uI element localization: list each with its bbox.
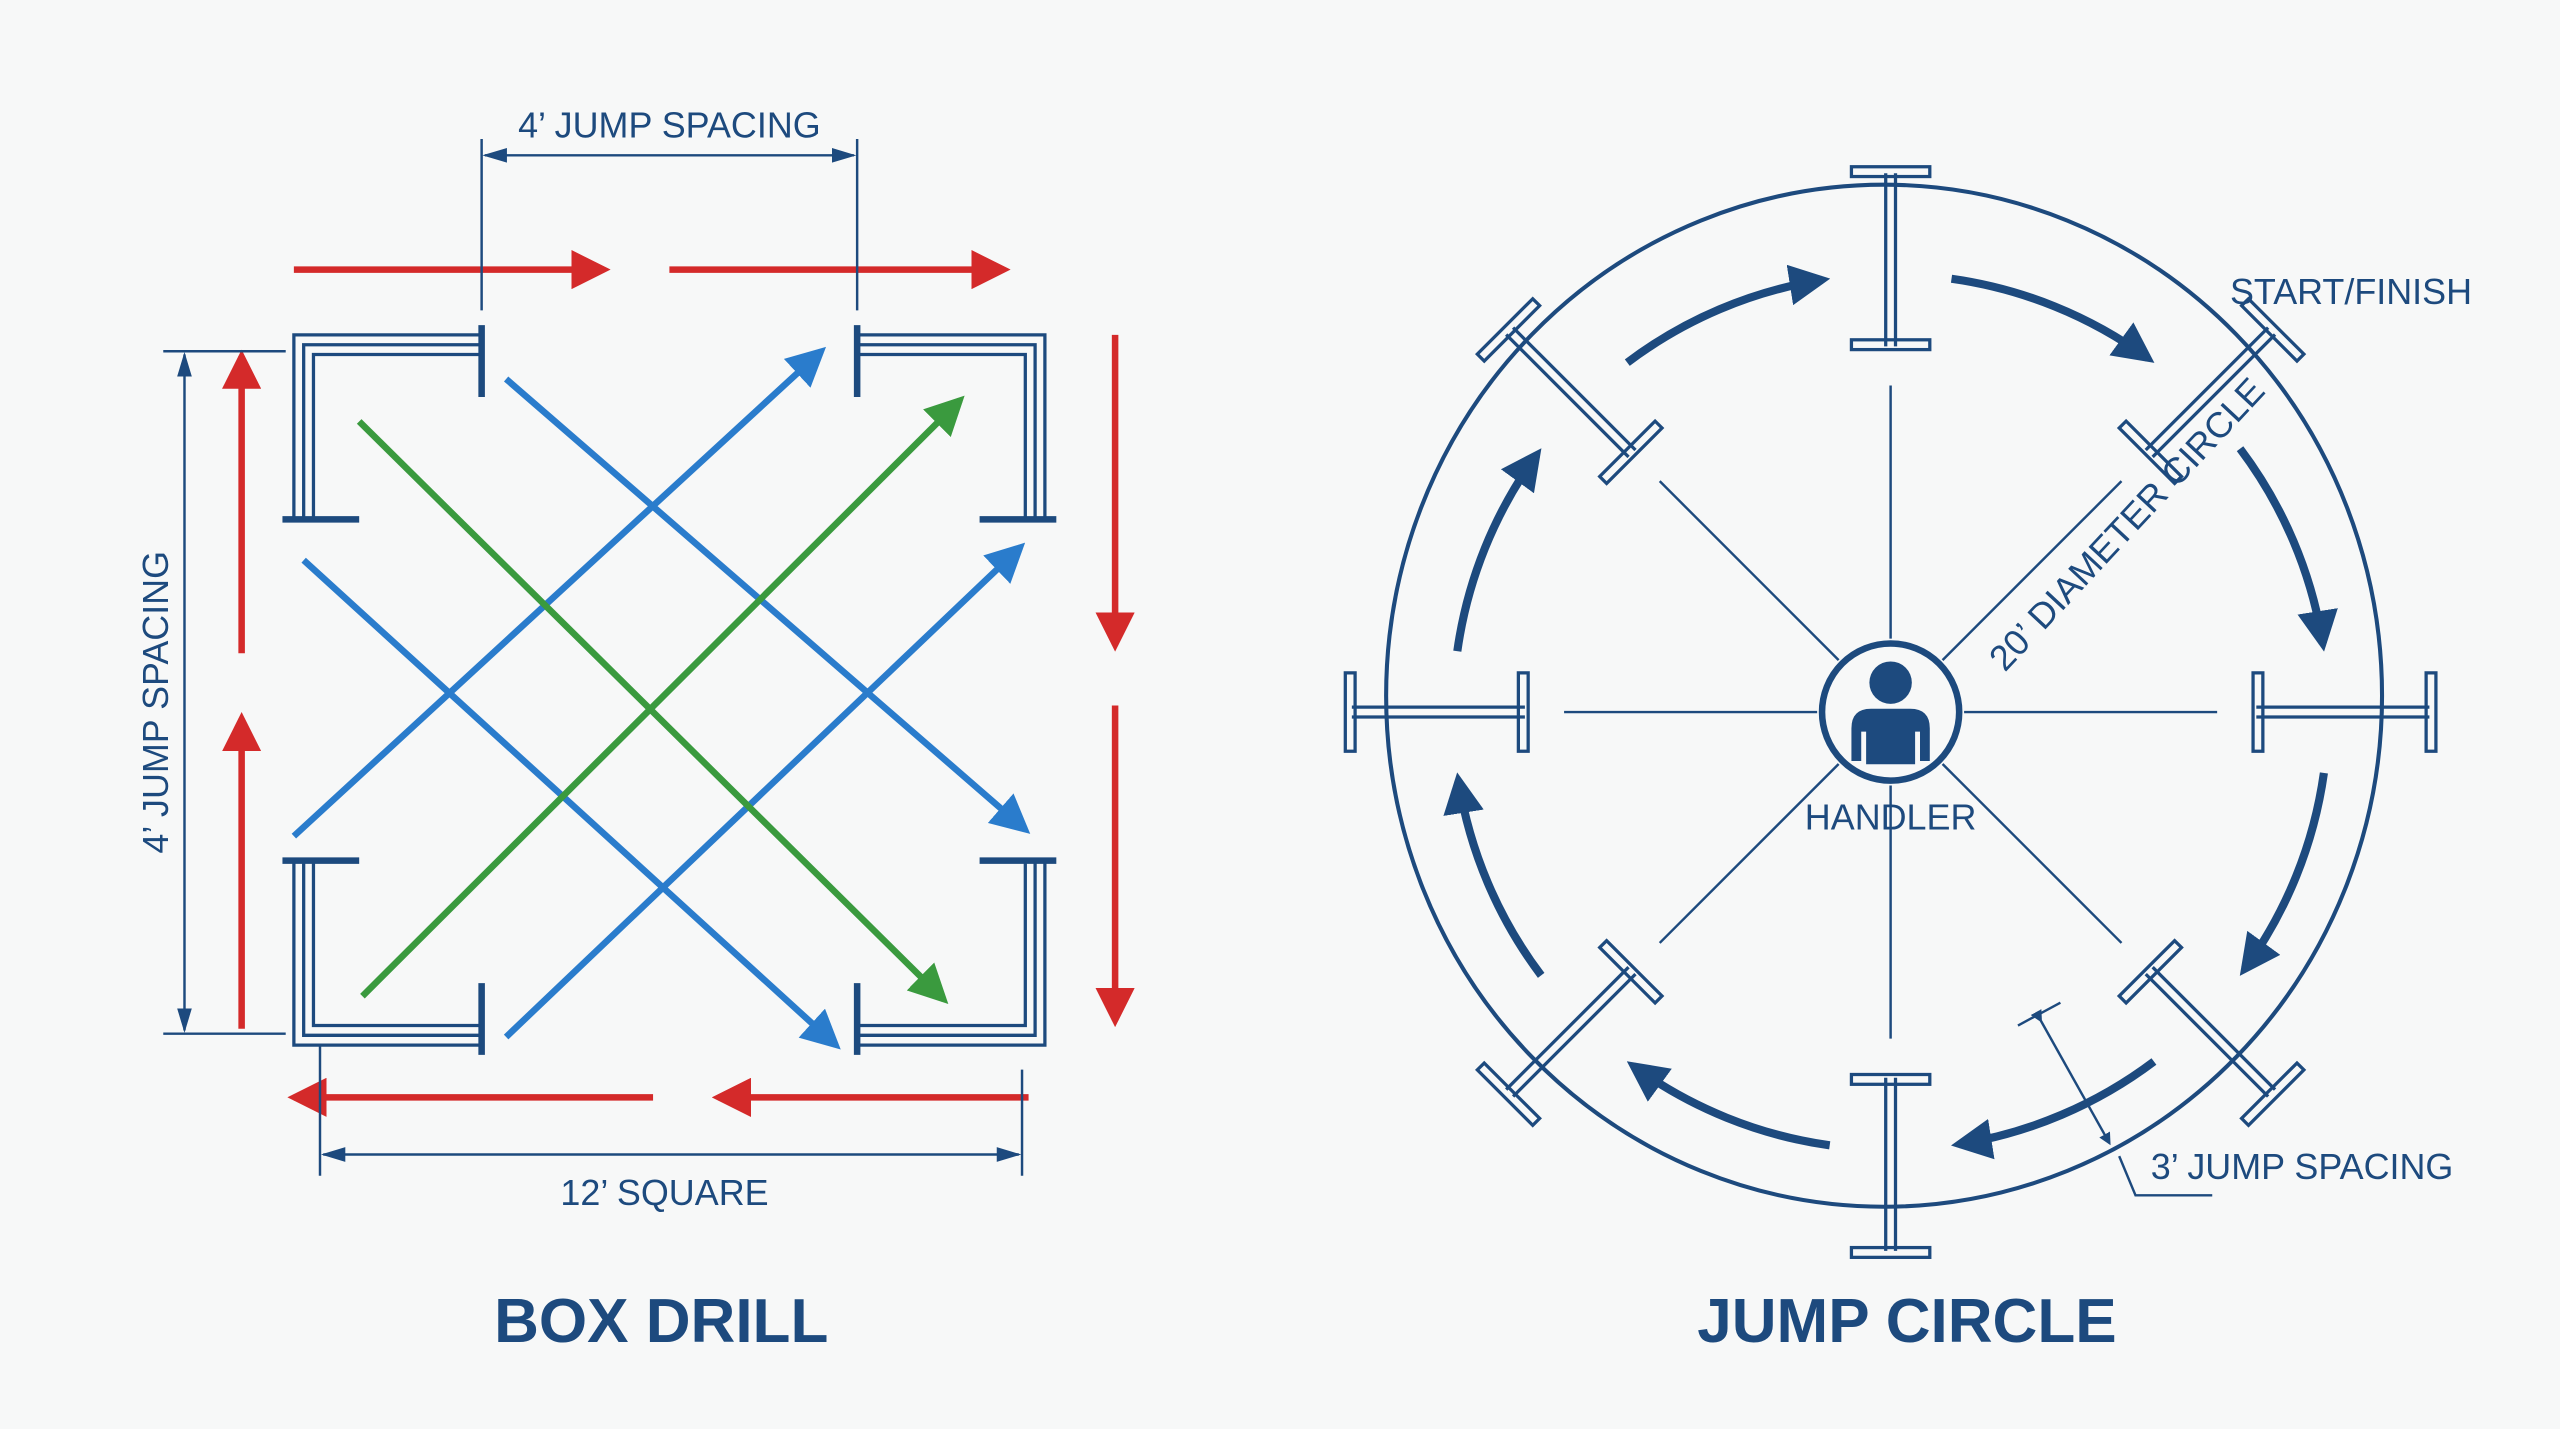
diameter-label: 20’ DIAMETER CIRCLE	[1981, 370, 2273, 679]
circle-jump	[1849, 1072, 1932, 1259]
spoke	[1658, 763, 1840, 944]
bottom-dimension-label: 12’ SQUARE	[560, 1172, 768, 1213]
clockwise-arrow	[2236, 446, 2338, 652]
box-drill-title: BOX DRILL	[494, 1287, 828, 1356]
circle-jump	[2251, 671, 2438, 753]
top-dimension-label: 4’ JUMP SPACING	[518, 104, 821, 145]
clockwise-arrow	[1443, 772, 1545, 978]
jump-circle: HANDLER START/FINISH 20’ DIAMETER CIRCLE…	[1343, 165, 2472, 1356]
corner-jump	[282, 857, 485, 1055]
bottom-dimension	[318, 1045, 1024, 1176]
corner-jumps	[282, 325, 1057, 1055]
box-drill: 4’ JUMP SPACING 4’ JUMP SPACING 12’ SQUA…	[135, 104, 1135, 1356]
clockwise-arrow	[1950, 274, 2155, 363]
clockwise-arrow	[1624, 264, 1831, 366]
circle-jump	[1849, 165, 1932, 352]
jump-circle-title: JUMP CIRCLE	[1697, 1287, 2116, 1356]
blue-arrow	[301, 557, 841, 1050]
spacing-label: 3’ JUMP SPACING	[2151, 1146, 2454, 1187]
circle-jump	[1343, 671, 1530, 753]
side-dimension-label: 4’ JUMP SPACING	[135, 551, 176, 854]
circle-jump	[2116, 938, 2307, 1128]
spacing-leader	[2017, 1001, 2213, 1197]
corner-jump	[282, 325, 485, 523]
corner-jump	[853, 325, 1057, 523]
spokes	[1564, 385, 2218, 1039]
clockwise-arrow	[2239, 772, 2328, 976]
side-dimension	[163, 350, 286, 1035]
clockwise-arrow	[1453, 448, 1542, 652]
clockwise-arrow	[1626, 1061, 1831, 1150]
handler-icon	[1818, 640, 1963, 784]
spoke	[1941, 480, 2123, 661]
circle-jump	[1475, 938, 1665, 1128]
spoke	[1658, 480, 1840, 661]
corner-jump	[853, 857, 1057, 1055]
circle-jump	[1475, 296, 1665, 486]
blue-arrow	[503, 542, 1026, 1040]
spoke	[1941, 763, 2123, 944]
start-finish-label: START/FINISH	[2230, 271, 2472, 312]
circle-jump	[2116, 296, 2307, 486]
circle-arrows	[1443, 264, 2338, 1160]
drill-arrows	[222, 250, 1135, 1117]
circle-jumps	[1343, 165, 2438, 1259]
clockwise-arrow	[1950, 1058, 2157, 1160]
blue-arrow	[291, 346, 827, 839]
top-dimension	[480, 138, 859, 311]
blue-arrow	[503, 376, 1031, 834]
green-arrow	[360, 395, 965, 999]
handler-label: HANDLER	[1805, 797, 1977, 838]
